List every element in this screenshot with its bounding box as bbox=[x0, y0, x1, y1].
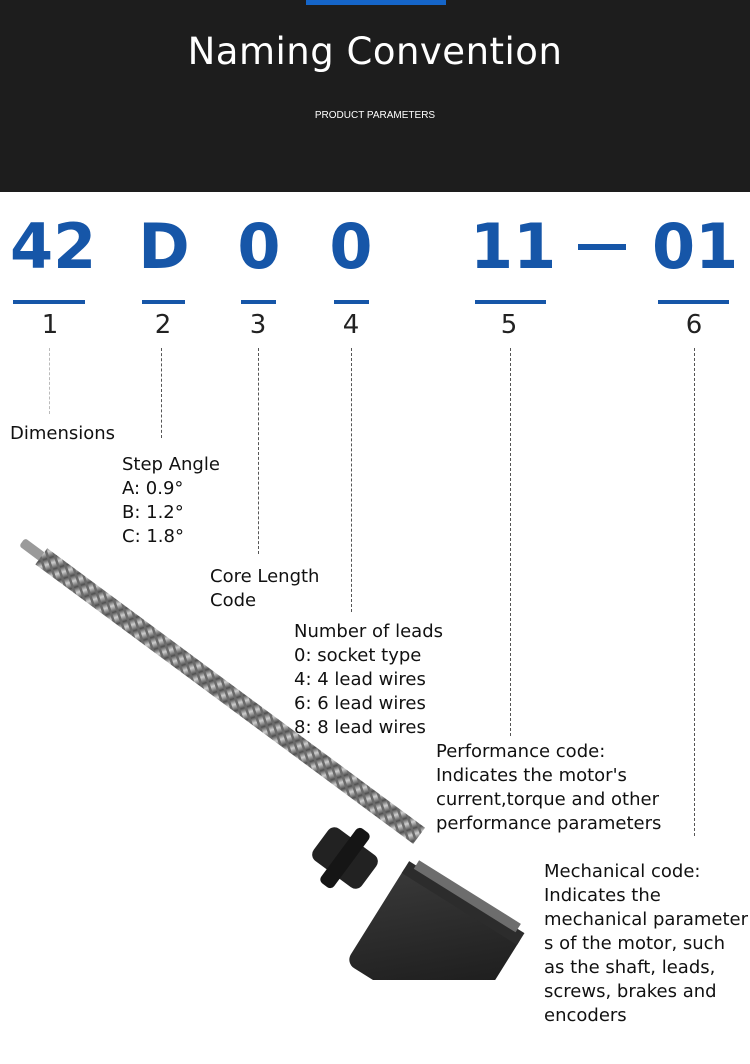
code-performance: 11 bbox=[470, 210, 557, 283]
step-angle-option-b: B: 1.2° bbox=[122, 502, 184, 523]
performance-line-4: performance parameters bbox=[436, 813, 662, 834]
desc-dimensions: Dimensions bbox=[10, 422, 115, 446]
code-step-angle: D bbox=[138, 210, 190, 283]
step-angle-option-a: A: 0.9° bbox=[122, 478, 184, 499]
position-number-5: 5 bbox=[500, 310, 518, 340]
leader-line-3 bbox=[258, 348, 259, 554]
core-length-line-2: Code bbox=[210, 590, 257, 611]
underline-1 bbox=[13, 300, 85, 304]
code-mechanical: 01 bbox=[652, 210, 739, 283]
underline-3 bbox=[241, 300, 276, 304]
leads-title: Number of leads bbox=[294, 621, 444, 642]
position-number-2: 2 bbox=[154, 310, 172, 340]
position-number-3: 3 bbox=[249, 310, 267, 340]
leader-line-4 bbox=[351, 348, 352, 612]
page-title: Naming Convention bbox=[187, 30, 563, 73]
mechanical-line-3: mechanical parameter bbox=[544, 909, 749, 930]
top-accent-bar bbox=[306, 0, 446, 5]
desc-performance-code: Performance code: Indicates the motor's … bbox=[436, 740, 661, 836]
mechanical-line-5: as the shaft, leads, bbox=[544, 957, 716, 978]
performance-line-1: Performance code: bbox=[436, 741, 606, 762]
code-leads: 0 bbox=[329, 210, 373, 283]
leads-option-6: 6: 6 lead wires bbox=[294, 693, 426, 714]
position-number-4: 4 bbox=[342, 310, 360, 340]
leader-line-6 bbox=[694, 348, 695, 836]
desc-core-length: Core Length Code bbox=[210, 565, 319, 613]
mechanical-line-4: s of the motor, such bbox=[544, 933, 725, 954]
desc-mechanical-code: Mechanical code: Indicates the mechanica… bbox=[544, 860, 748, 1028]
position-number-1: 1 bbox=[41, 310, 59, 340]
stepper-motor-image bbox=[20, 539, 525, 980]
header-banner: Naming Convention PRODUCT PARAMETERS bbox=[0, 0, 750, 192]
desc-step-angle: Step Angle A: 0.9° B: 1.2° C: 1.8° bbox=[122, 453, 220, 549]
leads-option-0: 0: socket type bbox=[294, 645, 422, 666]
page-subtitle: PRODUCT PARAMETERS bbox=[314, 110, 436, 121]
code-core-length: 0 bbox=[237, 210, 281, 283]
underline-4 bbox=[334, 300, 369, 304]
dimensions-label: Dimensions bbox=[10, 423, 116, 444]
leader-line-2 bbox=[161, 348, 162, 438]
step-angle-title: Step Angle bbox=[122, 454, 220, 475]
mechanical-line-7: encoders bbox=[544, 1005, 627, 1026]
position-number-6: 6 bbox=[685, 310, 703, 340]
core-length-line-1: Core Length bbox=[210, 566, 320, 587]
underline-5 bbox=[475, 300, 546, 304]
underline-6 bbox=[658, 300, 729, 304]
leader-line-5 bbox=[510, 348, 511, 736]
mechanical-line-2: Indicates the bbox=[544, 885, 661, 906]
mechanical-line-6: screws, brakes and bbox=[544, 981, 717, 1002]
mechanical-line-1: Mechanical code: bbox=[544, 861, 701, 882]
leads-option-8: 8: 8 lead wires bbox=[294, 717, 426, 738]
leads-option-4: 4: 4 lead wires bbox=[294, 669, 426, 690]
performance-line-3: current,torque and other bbox=[436, 789, 659, 810]
underline-2 bbox=[142, 300, 185, 304]
code-separator-dash bbox=[578, 244, 626, 250]
performance-line-2: Indicates the motor's bbox=[436, 765, 627, 786]
leader-line-1 bbox=[49, 348, 50, 414]
code-dimensions: 42 bbox=[10, 210, 97, 283]
desc-number-of-leads: Number of leads 0: socket type 4: 4 lead… bbox=[294, 620, 443, 740]
step-angle-option-c: C: 1.8° bbox=[122, 526, 184, 547]
